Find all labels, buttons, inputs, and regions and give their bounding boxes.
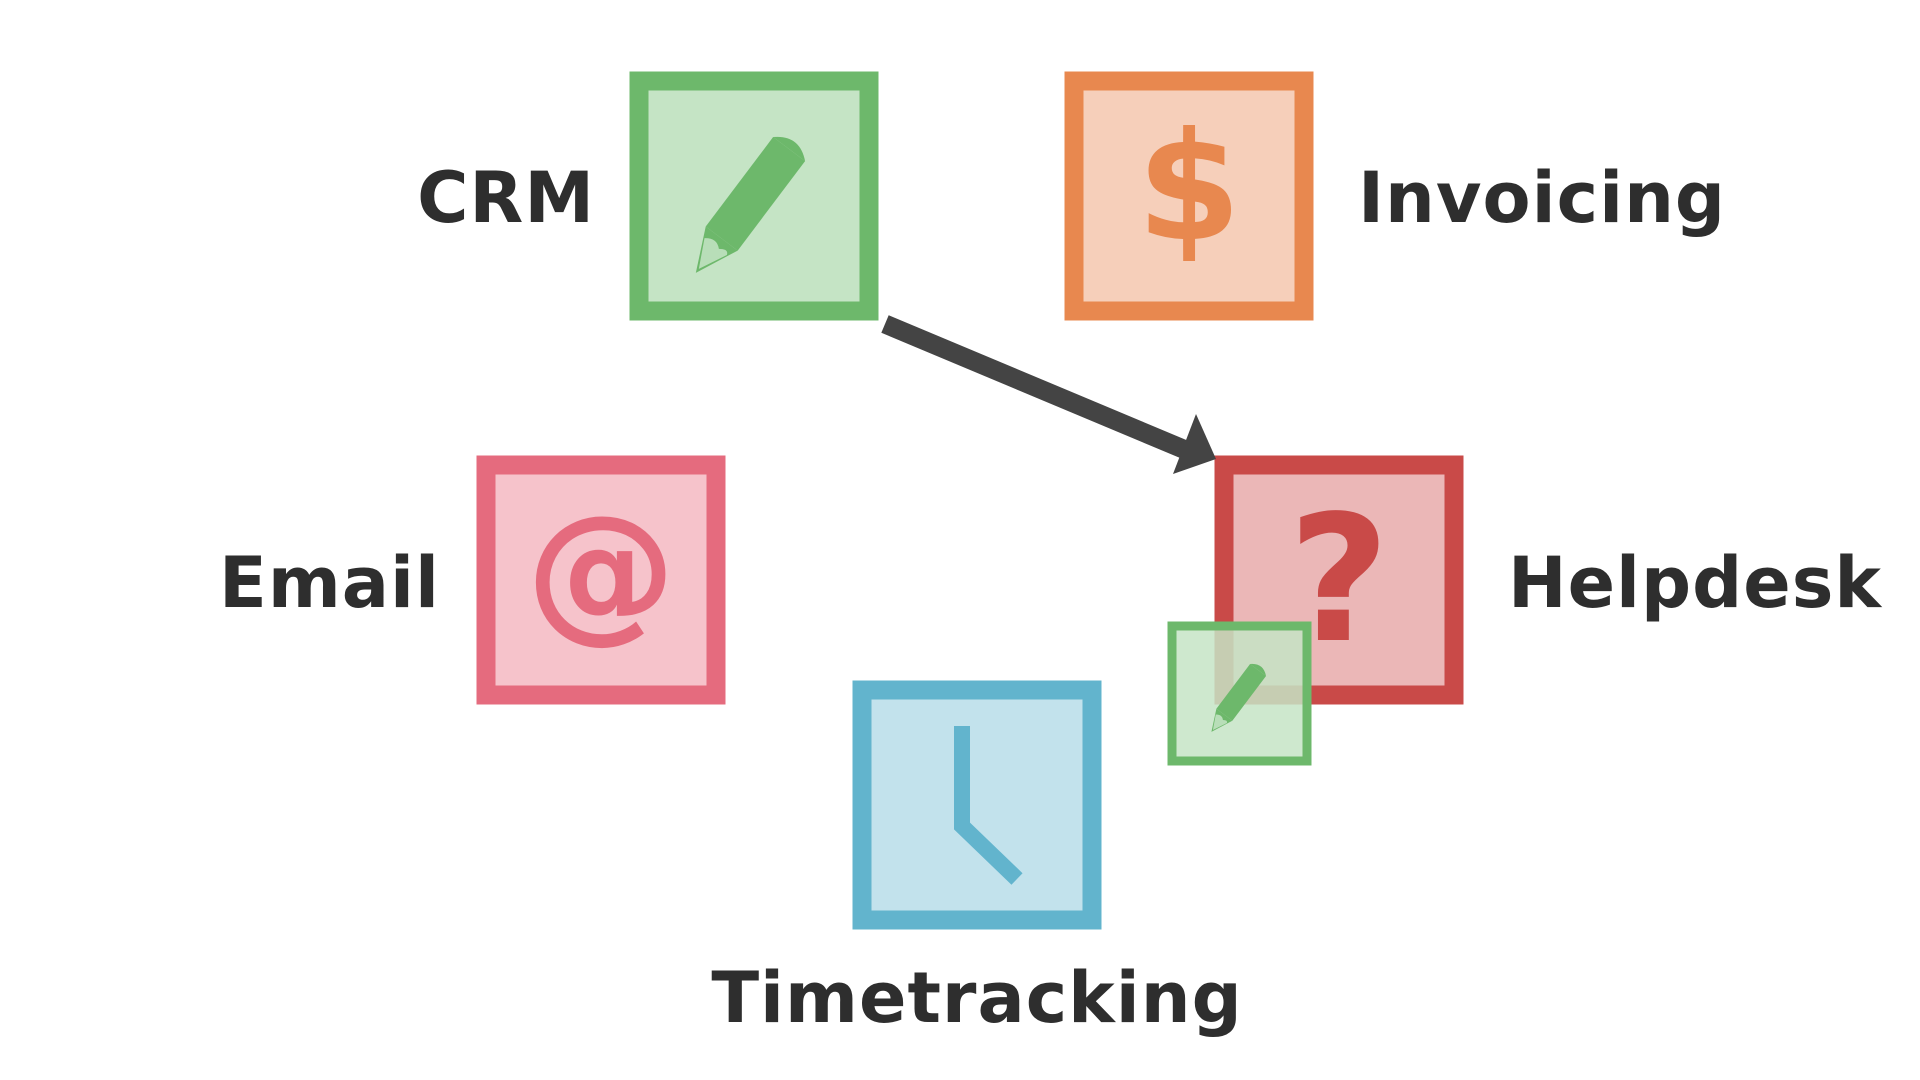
crm-label: CRM	[417, 157, 595, 239]
helpdesk-box	[1214, 455, 1464, 705]
timetracking-label: Timetracking	[711, 957, 1243, 1039]
crm-badge-box	[1167, 621, 1312, 766]
timetracking-box	[852, 680, 1102, 930]
crm-badge[interactable]	[1167, 621, 1312, 766]
dollar-icon: $	[1137, 101, 1241, 275]
helpdesk-label: Helpdesk	[1508, 542, 1882, 624]
timetracking-module[interactable]	[852, 680, 1102, 930]
invoicing-box	[1064, 71, 1314, 321]
invoicing-module[interactable]: $	[1064, 71, 1314, 321]
pencil-icon	[1211, 663, 1267, 732]
at-sign-icon: @	[526, 484, 676, 658]
helpdesk-module[interactable]: ?	[1214, 455, 1464, 705]
email-box	[476, 455, 726, 705]
invoicing-label: Invoicing	[1358, 157, 1727, 239]
pencil-icon	[695, 136, 806, 273]
crm-module[interactable]	[629, 71, 879, 321]
crm-box	[629, 71, 879, 321]
email-label: Email	[219, 542, 440, 624]
crm-to-helpdesk-arrow	[881, 315, 1216, 474]
email-module[interactable]: @	[476, 455, 726, 705]
clock-icon	[954, 726, 1023, 885]
